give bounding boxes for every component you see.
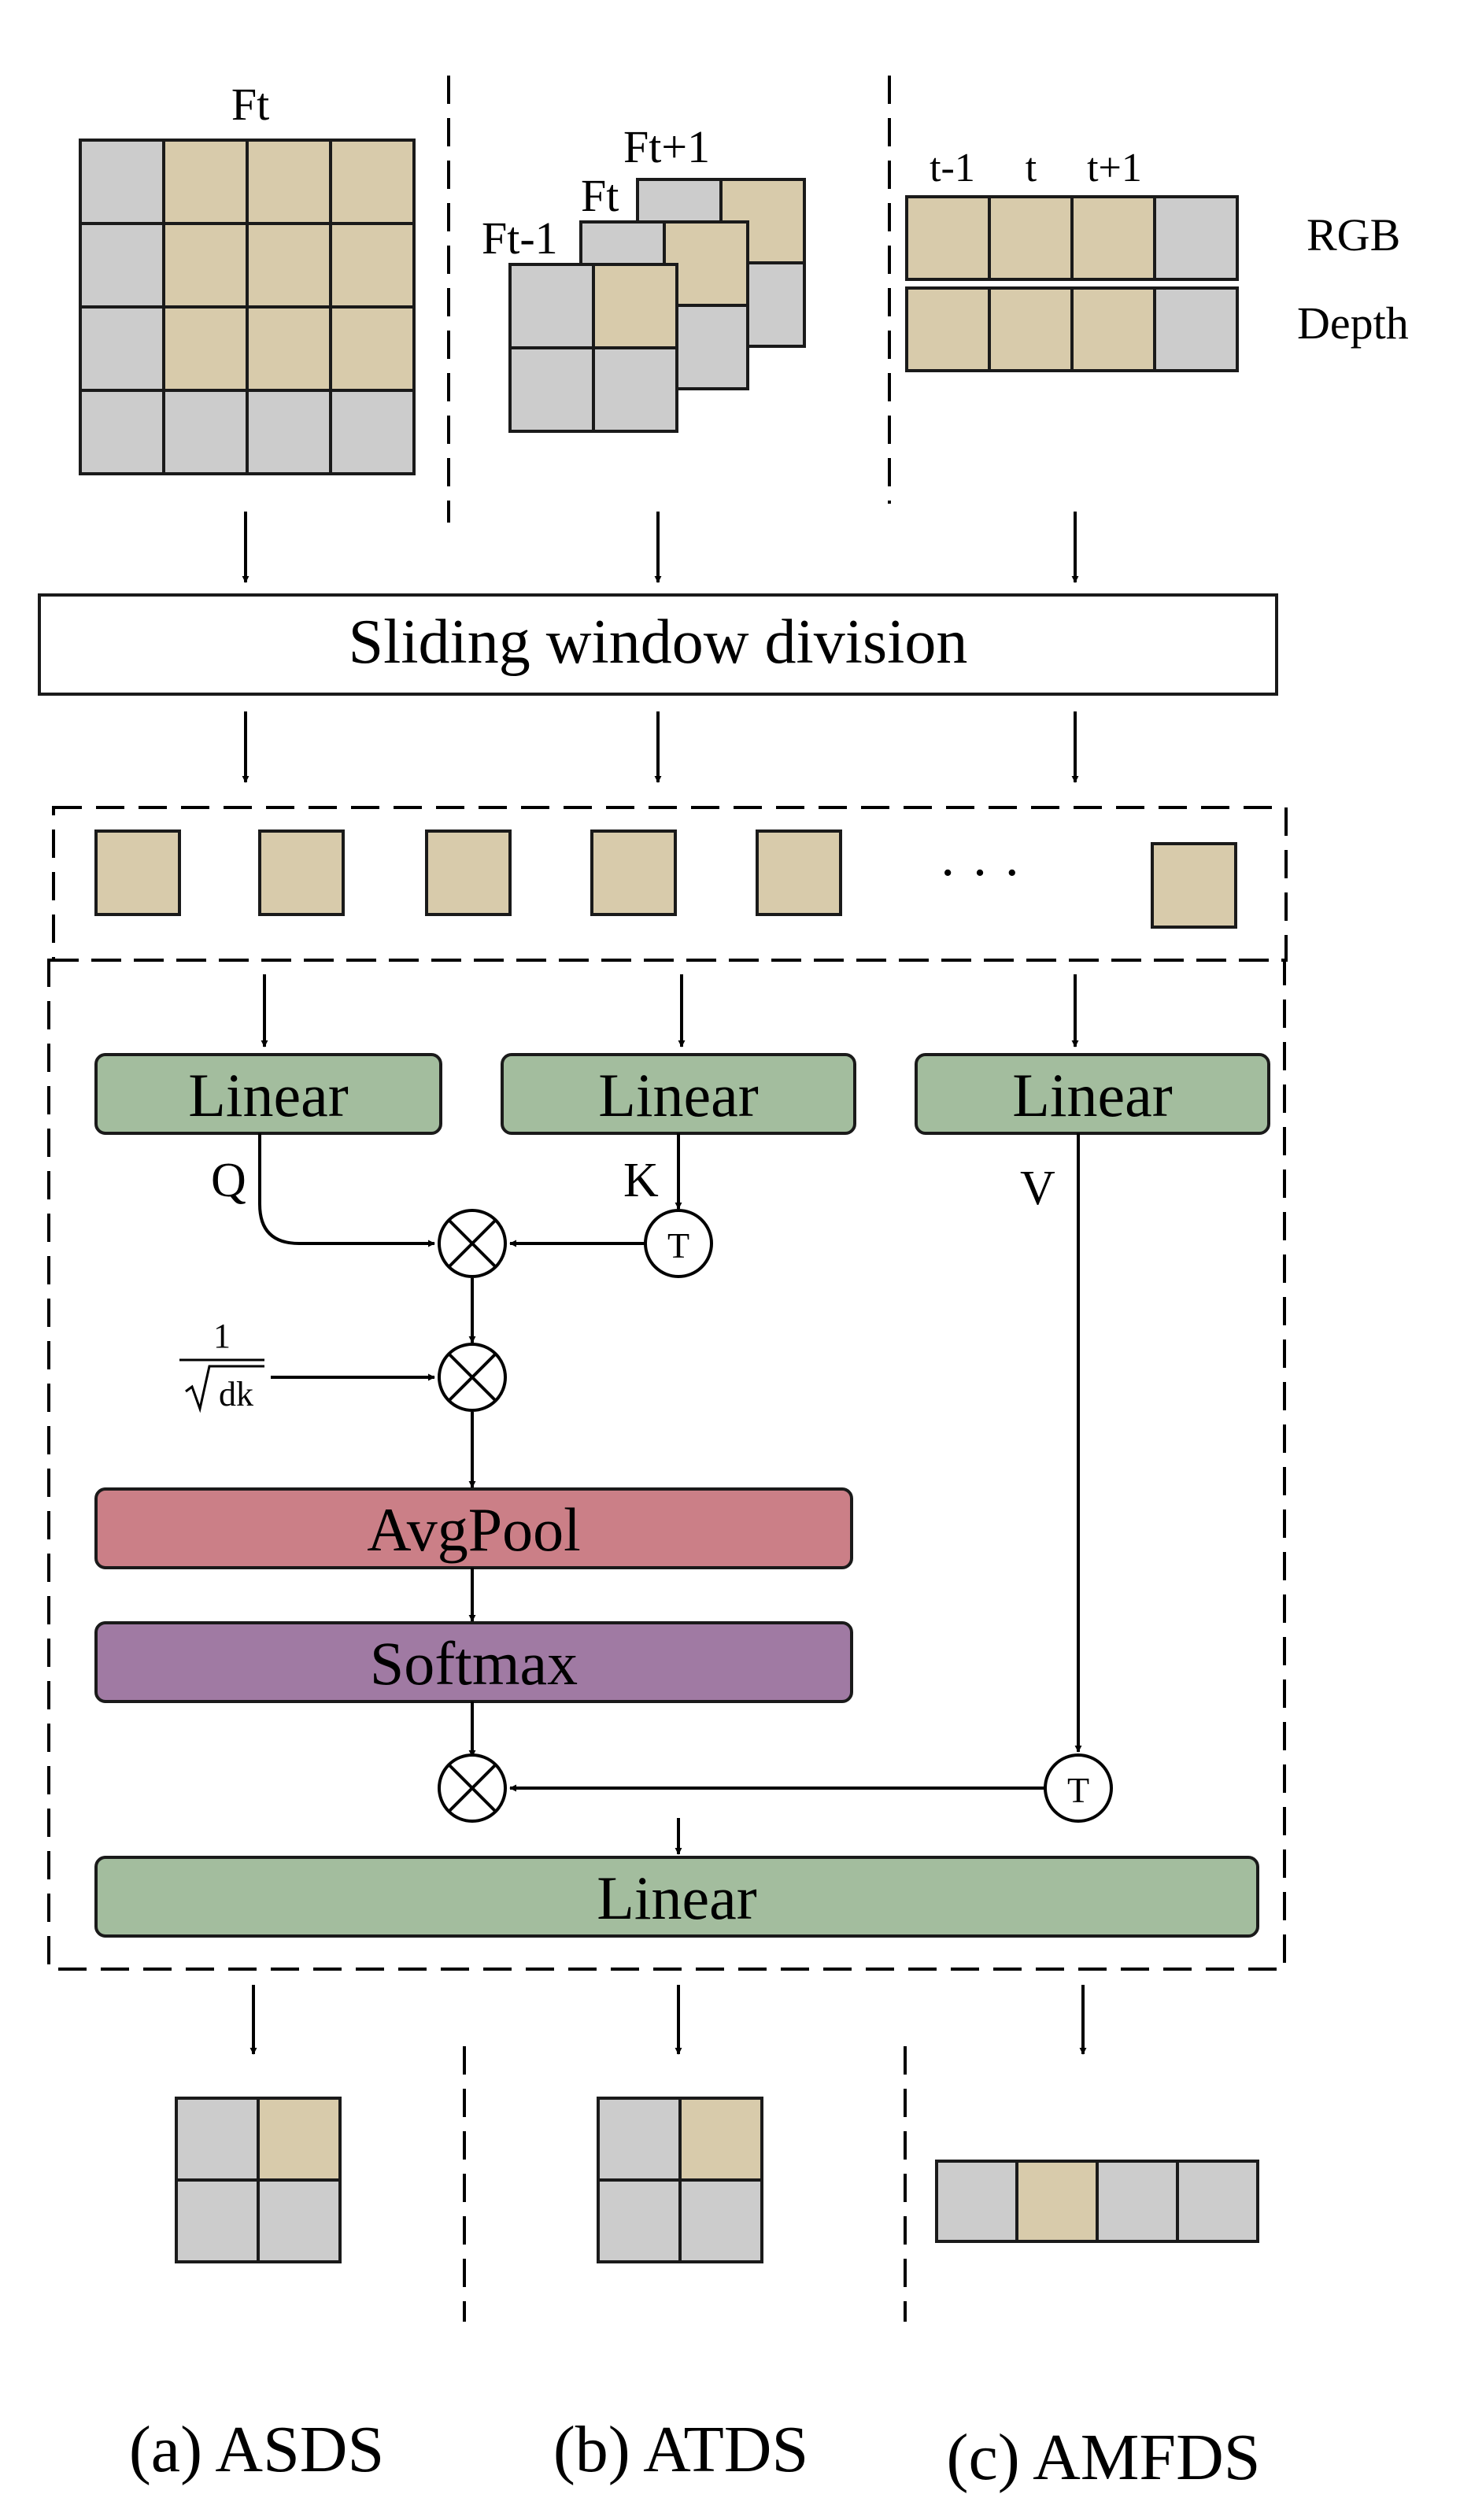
- grid-cell: [329, 139, 416, 225]
- frame-cell: [592, 346, 678, 433]
- sliding-window-label: Sliding window division: [349, 608, 968, 677]
- window-patch: [258, 830, 345, 916]
- output-cell: [257, 2097, 342, 2182]
- multiply-icon: [448, 1353, 497, 1402]
- strip-cell: [988, 195, 1074, 281]
- asds-output-grid: [175, 2097, 342, 2263]
- depth-strip: [905, 286, 1239, 372]
- window-patch: [1151, 842, 1237, 929]
- amfds-output-strip: [935, 2160, 1259, 2243]
- q-label: Q: [211, 1154, 246, 1207]
- output-cell: [1096, 2160, 1179, 2243]
- ft-label: Ft: [231, 79, 269, 130]
- strip-cell: [905, 286, 991, 372]
- arrows-into-sliding-window: [242, 512, 1079, 583]
- output-cell: [1176, 2160, 1259, 2243]
- strip-cell: [1153, 195, 1239, 281]
- grid-cell: [79, 139, 165, 225]
- scale-denominator: dk: [219, 1375, 253, 1413]
- output-cell: [175, 2178, 260, 2263]
- linear-v-label: Linear: [1012, 1061, 1173, 1129]
- grid-cell: [246, 389, 332, 475]
- output-cell: [597, 2097, 682, 2182]
- k-label: K: [623, 1154, 659, 1207]
- linear-out-box: [94, 1856, 1259, 1938]
- ft-mid-label: Ft: [581, 170, 619, 221]
- frame-cell: [592, 263, 678, 349]
- grid-cell: [162, 389, 249, 475]
- linear-q-box: [94, 1053, 442, 1135]
- linear-k-label: Linear: [598, 1061, 759, 1129]
- atds-output-grid: [597, 2097, 763, 2263]
- grid-cell: [329, 305, 416, 392]
- linear-out-label: Linear: [597, 1864, 757, 1932]
- arrows-into-linear: [261, 974, 1079, 1048]
- caption-asds: (a) ASDS: [129, 2413, 384, 2486]
- multiply-node-scale: [438, 1343, 507, 1412]
- multiply-node-value: [438, 1753, 507, 1823]
- strip-cell: [1153, 286, 1239, 372]
- avgpool-label: AvgPool: [367, 1495, 581, 1564]
- t-label: t: [1026, 146, 1037, 190]
- multiply-icon: [448, 1219, 497, 1268]
- ft-minus-label: Ft-1: [482, 212, 558, 264]
- window-patch: [590, 830, 677, 916]
- grid-cell: [246, 305, 332, 392]
- sliding-window-box: [38, 593, 1278, 696]
- linear-q-label: Linear: [188, 1061, 349, 1129]
- ellipsis: · · ·: [939, 843, 1022, 903]
- output-cell: [935, 2160, 1018, 2243]
- arrows-out-of-attention-block: [249, 1985, 1087, 2055]
- ft-minus-frame: [508, 263, 678, 433]
- depth-label: Depth: [1297, 297, 1409, 349]
- multiply-icon: [448, 1764, 497, 1812]
- t-minus-label: t-1: [930, 146, 975, 190]
- grid-cell: [329, 389, 416, 475]
- q-path: [258, 1133, 435, 1247]
- strip-cell: [905, 195, 991, 281]
- softmax-label: Softmax: [370, 1629, 578, 1698]
- ft-plus-label: Ft+1: [623, 121, 710, 172]
- grid-cell: [162, 305, 249, 392]
- grid-cell: [246, 222, 332, 309]
- output-cell: [257, 2178, 342, 2263]
- strip-cell: [1070, 195, 1156, 281]
- grid-cell: [162, 222, 249, 309]
- frame-cell: [508, 263, 595, 349]
- grid-cell: [79, 222, 165, 309]
- arrows-out-of-sliding-window: [242, 711, 1079, 783]
- linear-v-box: [915, 1053, 1270, 1135]
- frame-cell: [508, 346, 595, 433]
- grid-cell: [246, 139, 332, 225]
- grid-cell: [79, 389, 165, 475]
- ft-grid: [79, 139, 416, 475]
- strip-cell: [1070, 286, 1156, 372]
- output-cell: [597, 2178, 682, 2263]
- rgb-label: RGB: [1307, 209, 1400, 260]
- window-patches: [94, 830, 1237, 929]
- scale-numerator: 1: [213, 1317, 231, 1355]
- multiply-node-qk: [438, 1209, 507, 1278]
- output-cell: [1015, 2160, 1099, 2243]
- strip-cell: [988, 286, 1074, 372]
- sqrt-icon: [185, 1365, 264, 1413]
- window-patch: [94, 830, 181, 916]
- output-cell: [678, 2097, 763, 2182]
- grid-cell: [329, 222, 416, 309]
- rgb-strip: [905, 195, 1239, 281]
- caption-atds: (b) ATDS: [553, 2413, 808, 2486]
- grid-cell: [162, 139, 249, 225]
- output-cell: [175, 2097, 260, 2182]
- t-plus-label: t+1: [1087, 146, 1142, 190]
- grid-cell: [79, 305, 165, 392]
- v-label: V: [1020, 1162, 1055, 1215]
- transpose-v-label: T: [1067, 1770, 1089, 1810]
- caption-amfds: (c) AMFDS: [946, 2421, 1260, 2494]
- output-cell: [678, 2178, 763, 2263]
- transpose-k-label: T: [667, 1225, 689, 1266]
- window-patch: [425, 830, 512, 916]
- window-patch: [756, 830, 842, 916]
- attention-block-frame: [47, 959, 1286, 1971]
